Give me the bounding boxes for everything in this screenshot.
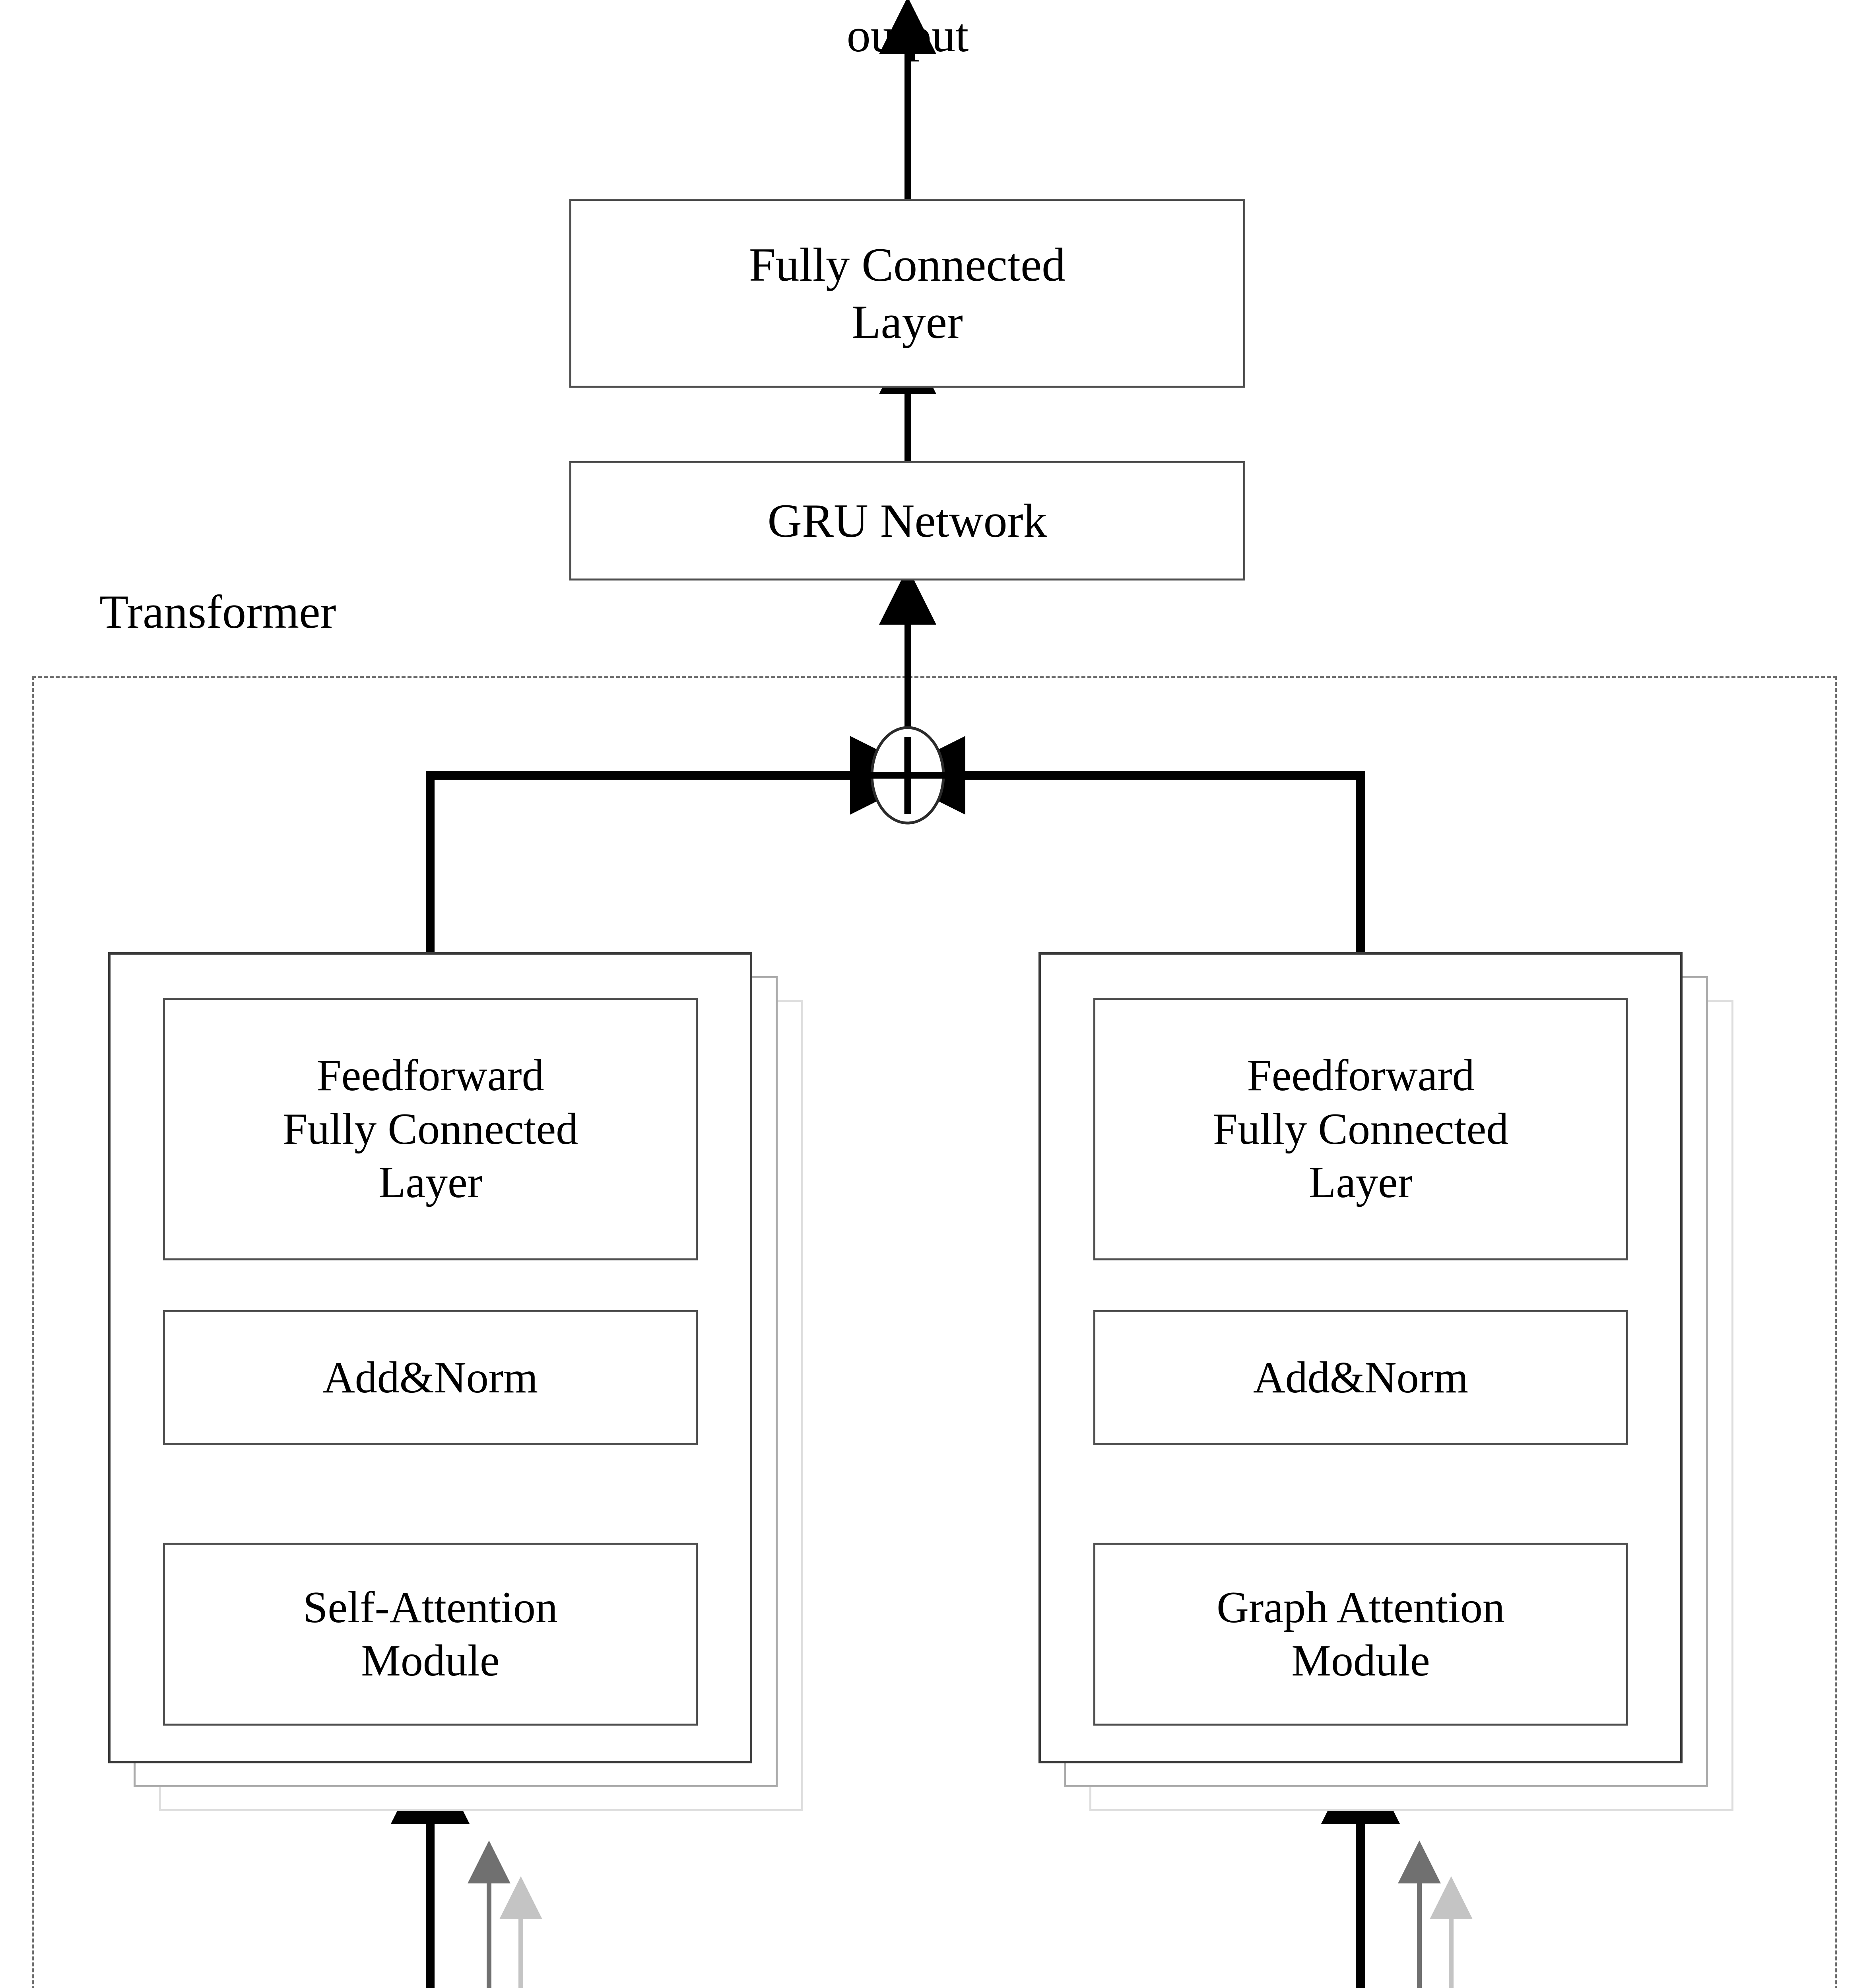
box-right-graph-attention-module[interactable]: Graph Attention Module	[1093, 1543, 1628, 1726]
box-left-feedforward-fully-connected-layer[interactable]: Feedforward Fully Connected Layer	[163, 998, 698, 1260]
transformer-dashed-region	[32, 676, 1837, 1988]
arrow-right-branch-to-sum	[887, 736, 1365, 952]
box-left-self-attention-module[interactable]: Self-Attention Module	[163, 1543, 698, 1726]
label-transformer: Transformer	[99, 585, 336, 638]
box-right-feedforward-fully-connected-layer[interactable]: Feedforward Fully Connected Layer	[1093, 998, 1628, 1260]
arrow-left-branch-to-sum	[426, 736, 929, 952]
box-fully-connected-layer[interactable]: Fully Connected Layer	[569, 199, 1245, 388]
label-output: output	[846, 9, 969, 62]
box-right-add-norm[interactable]: Add&Norm	[1093, 1310, 1628, 1445]
box-left-add-norm[interactable]: Add&Norm	[163, 1310, 698, 1445]
box-gru-network[interactable]: GRU Network	[569, 461, 1245, 580]
